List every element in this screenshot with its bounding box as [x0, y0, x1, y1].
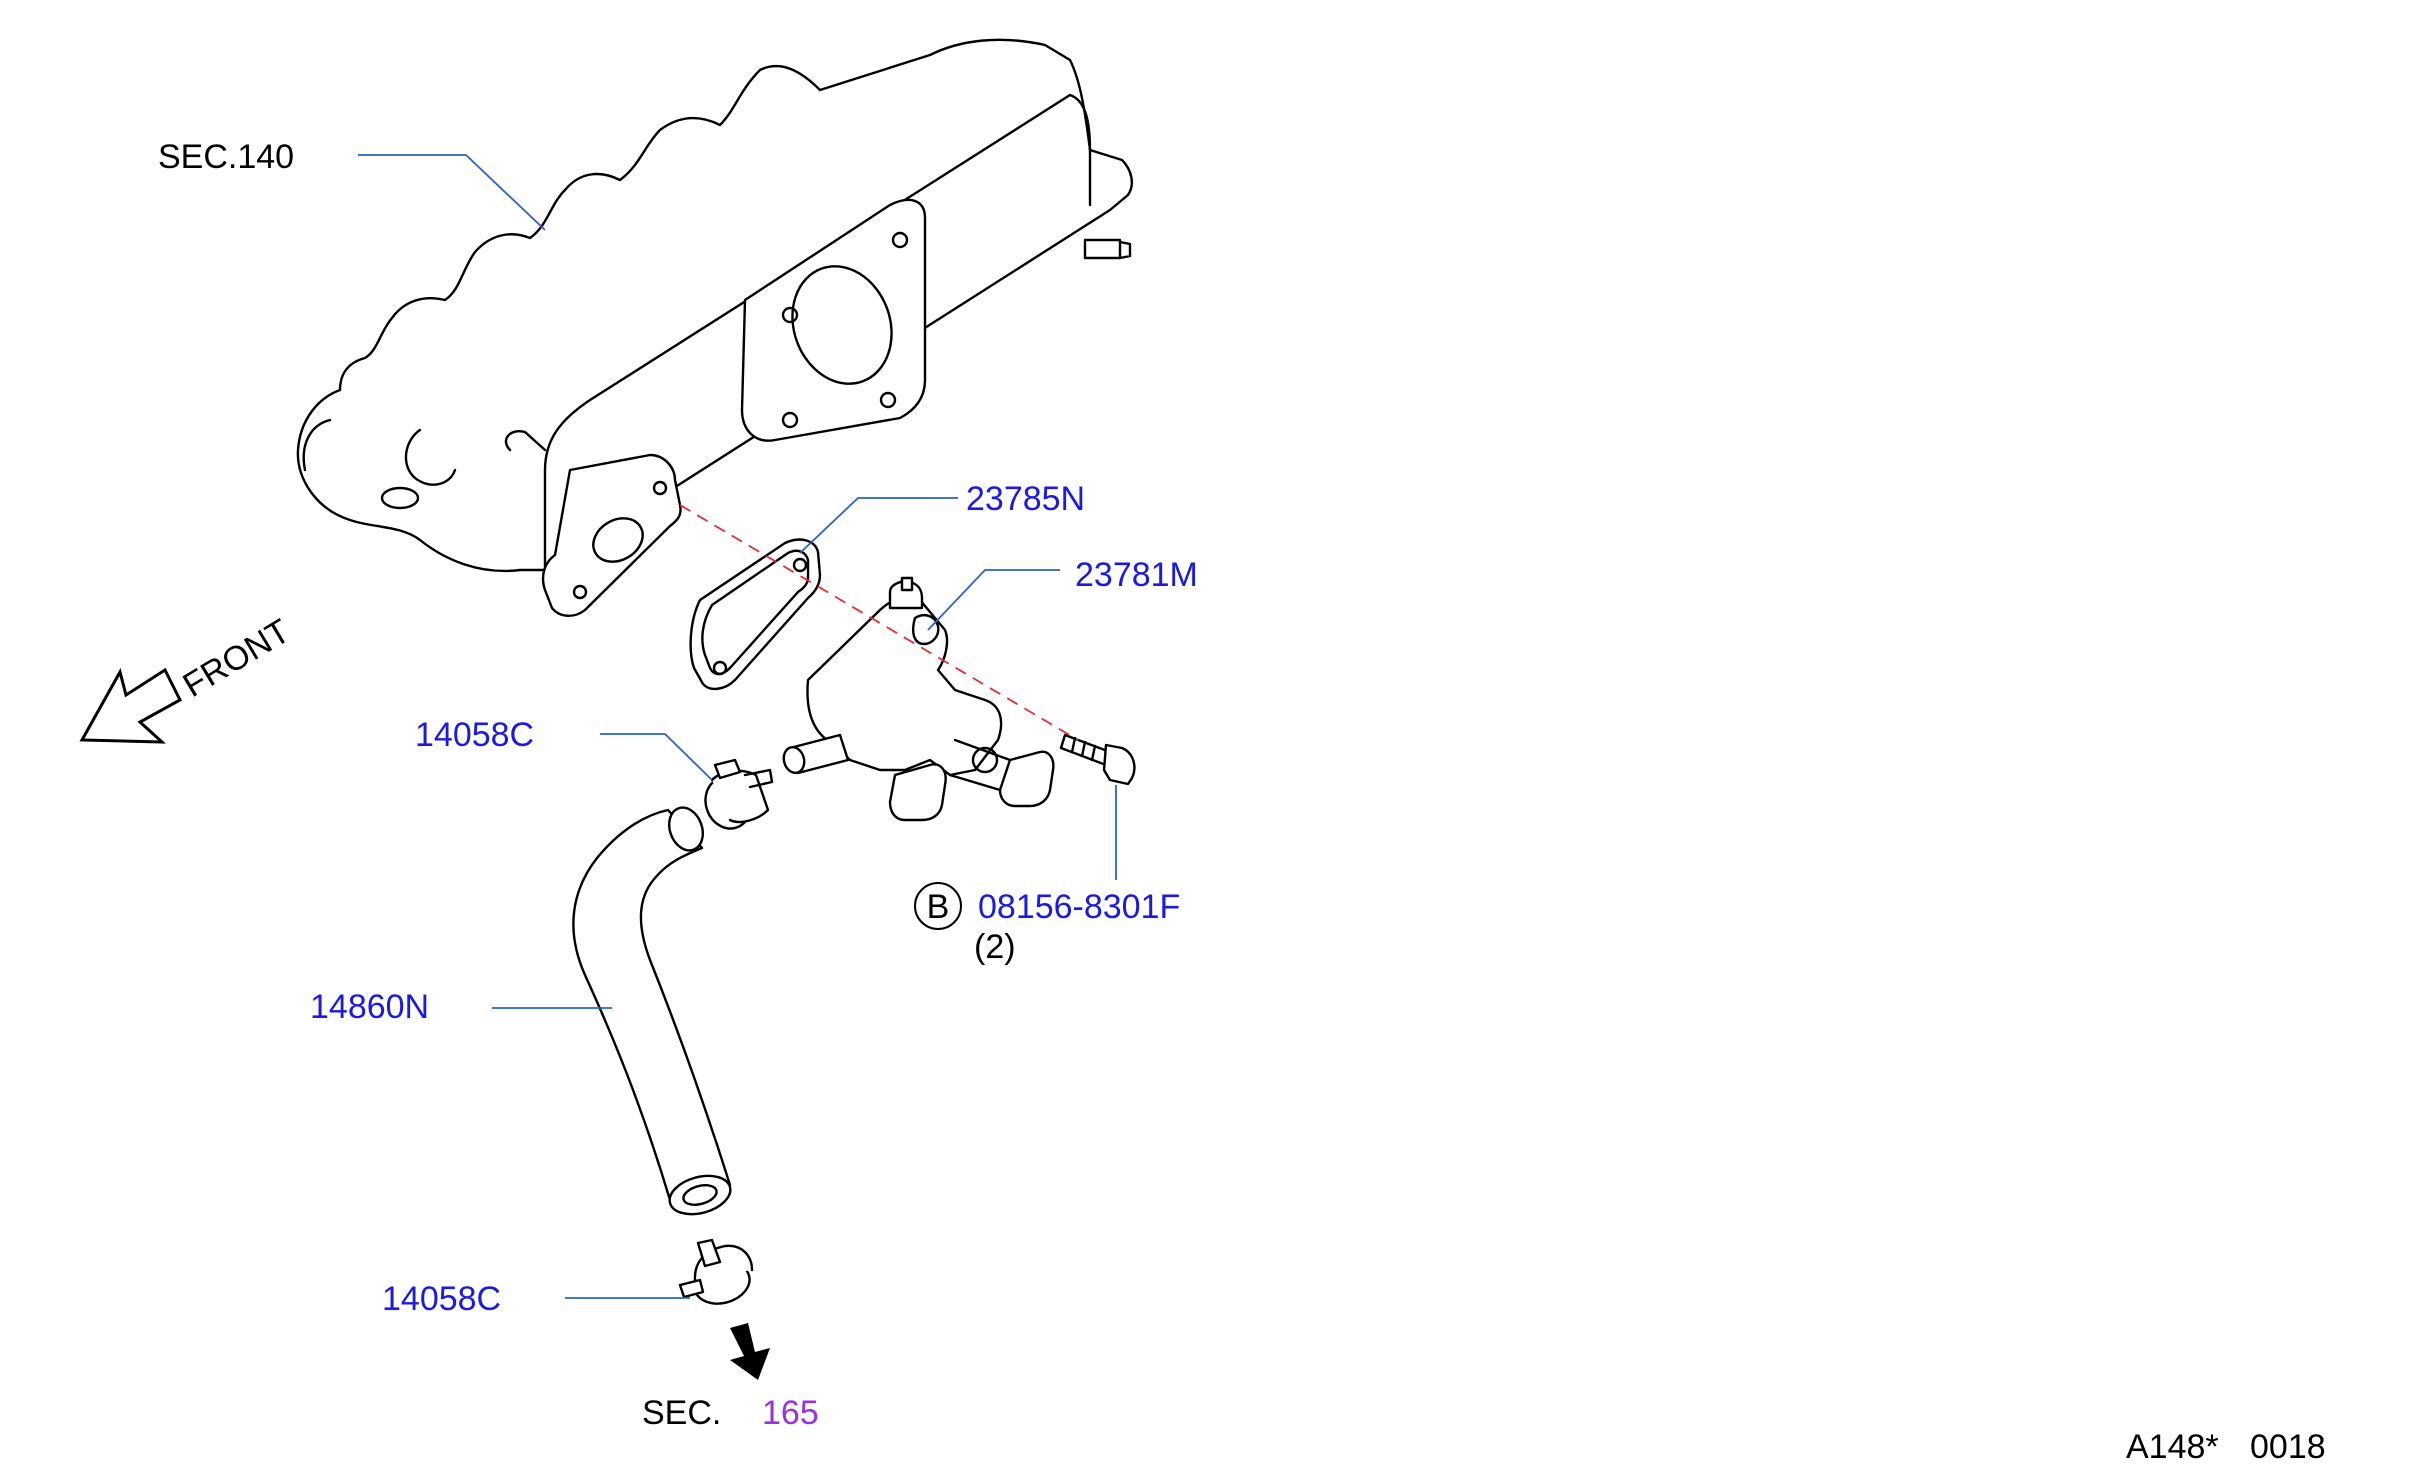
label-bolt-qty: (2): [974, 928, 1016, 966]
label-sec-prefix: SEC.: [642, 1394, 721, 1432]
label-14058c-bottom[interactable]: 14058C: [382, 1280, 501, 1318]
label-23785n[interactable]: 23785N: [966, 480, 1085, 518]
gasket[interactable]: [689, 538, 822, 691]
label-14860n[interactable]: 14860N: [310, 988, 429, 1026]
link-sec-165[interactable]: 165: [762, 1394, 819, 1432]
label-08156-8301f[interactable]: 08156-8301F: [978, 888, 1180, 926]
centerline: [679, 504, 1079, 741]
label-sec-140: SEC.140: [158, 138, 294, 176]
label-front: FRONT: [177, 612, 297, 705]
hose[interactable]: [572, 803, 734, 1221]
lower-hose-clamp[interactable]: [678, 1238, 754, 1310]
upper-hose-clamp[interactable]: [698, 758, 774, 835]
footer-number: 0018: [2250, 1428, 2326, 1466]
front-arrow-icon: [79, 667, 182, 744]
label-14058c-top[interactable]: 14058C: [415, 716, 534, 754]
label-23781m[interactable]: 23781M: [1075, 556, 1198, 594]
footer-code: A148*: [2126, 1428, 2219, 1466]
leader-lines: [358, 154, 1117, 1299]
bolt-marker-letter: B: [927, 888, 950, 926]
bolt[interactable]: [1059, 733, 1136, 786]
intake-manifold: [296, 38, 1134, 617]
bolt-marker: B: [914, 882, 962, 930]
egr-valve[interactable]: [781, 576, 1055, 822]
sec-165-arrow: [730, 1323, 770, 1380]
